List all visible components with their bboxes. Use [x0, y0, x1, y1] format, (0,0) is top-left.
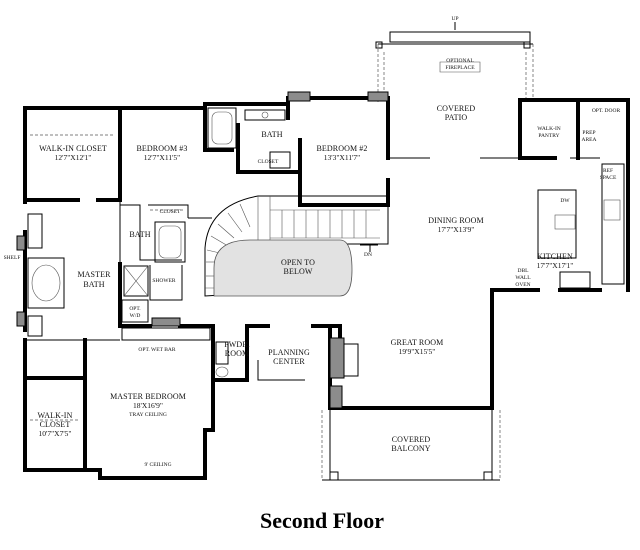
bath-lower-label: BATH — [129, 230, 150, 239]
opt-door-label: OPT. DOOR — [592, 108, 621, 114]
walk-in-closet-2-dim: 10'7"X7'5" — [39, 429, 72, 438]
walk-in-closet-2-line2: CLOSET — [40, 420, 71, 429]
great-room-label: GREAT ROOM — [391, 338, 444, 347]
dw-label: DW — [560, 198, 570, 204]
shelf-label: SHELF — [4, 255, 21, 261]
bedroom-2-label: BEDROOM #2 — [316, 144, 367, 153]
dbl-wall-oven-line3: OVEN — [515, 282, 530, 288]
open-to-below-line1: OPEN TO — [281, 258, 315, 267]
optional-fireplace-line1: OPTIONAL — [446, 58, 474, 64]
walk-in-pantry-line1: WALK-IN — [537, 126, 561, 132]
ref-space-line2: SPACE — [600, 175, 617, 181]
floor-title: Second Floor — [260, 508, 384, 533]
bath-upper-label: BATH — [261, 130, 282, 139]
walk-in-closet-2-line1: WALK-IN — [38, 411, 73, 420]
walls — [23, 96, 630, 480]
shower-label: SHOWER — [152, 278, 176, 284]
covered-patio-label2: PATIO — [445, 113, 468, 122]
pwdr-room-line2: ROOM — [225, 349, 249, 358]
closet-bed3-label: CLOSET — [160, 209, 181, 215]
optional-fireplace-line2: FIREPLACE — [445, 65, 475, 71]
opt-wet-bar-label: OPT. WET BAR — [138, 347, 175, 353]
master-bath-line1: MASTER — [77, 270, 111, 279]
great-room-dim: 19'9"X15'5" — [399, 347, 436, 356]
up-label: UP — [451, 16, 458, 22]
planning-center-line2: CENTER — [273, 357, 305, 366]
pwdr-room-line1: PWDR. — [224, 340, 250, 349]
dbl-wall-oven-line2: WALL — [515, 275, 531, 281]
dn-label: DN — [364, 252, 372, 258]
opt-wd-line2: W/D — [130, 313, 141, 319]
column-blocks — [16, 91, 389, 409]
master-bedroom-note: TRAY CEILING — [129, 412, 167, 418]
ref-space-line1: REF — [603, 168, 613, 174]
bedroom-3-dim: 12'7"X11'5" — [144, 153, 180, 162]
covered-patio-label: COVERED — [437, 104, 476, 113]
ceiling-note: 9' CEILING — [144, 462, 171, 468]
planning-center-line1: PLANNING — [268, 348, 310, 357]
master-bedroom-dim: 18'X16'9" — [133, 401, 163, 410]
labels: WALK-IN CLOSET 12'7"X12'1" BEDROOM #3 12… — [4, 16, 621, 533]
opt-wd-line1: OPT. — [129, 306, 141, 312]
covered-balcony-outline — [321, 408, 501, 481]
master-bedroom-label: MASTER BEDROOM — [110, 392, 186, 401]
kitchen-dim: 17'7"X17'1" — [537, 261, 574, 270]
prep-area-line1: PREP — [582, 130, 595, 136]
open-to-below-line2: BELOW — [284, 267, 313, 276]
kitchen-label: KITCHEN — [537, 252, 573, 261]
bedroom-2-dim: 13'3"X11'7" — [324, 153, 360, 162]
covered-balcony-line1: COVERED — [392, 435, 431, 444]
walk-in-pantry-line2: PANTRY — [538, 133, 559, 139]
closet-upper-label: CLOSET — [258, 159, 279, 165]
walk-in-closet-1-label: WALK-IN CLOSET — [39, 144, 107, 153]
dining-room-dim: 17'7"X13'9" — [438, 225, 475, 234]
master-bath-line2: BATH — [83, 280, 104, 289]
prep-area-line2: AREA — [582, 137, 597, 143]
staircase — [204, 195, 389, 297]
fixtures — [27, 107, 625, 421]
walk-in-closet-1-dim: 12'7"X12'1" — [55, 153, 92, 162]
bedroom-3-label: BEDROOM #3 — [136, 144, 187, 153]
dining-room-label: DINING ROOM — [428, 216, 484, 225]
covered-balcony-line2: BALCONY — [391, 444, 430, 453]
covered-patio-outline — [375, 22, 534, 102]
dbl-wall-oven-line1: DBL — [518, 268, 530, 274]
